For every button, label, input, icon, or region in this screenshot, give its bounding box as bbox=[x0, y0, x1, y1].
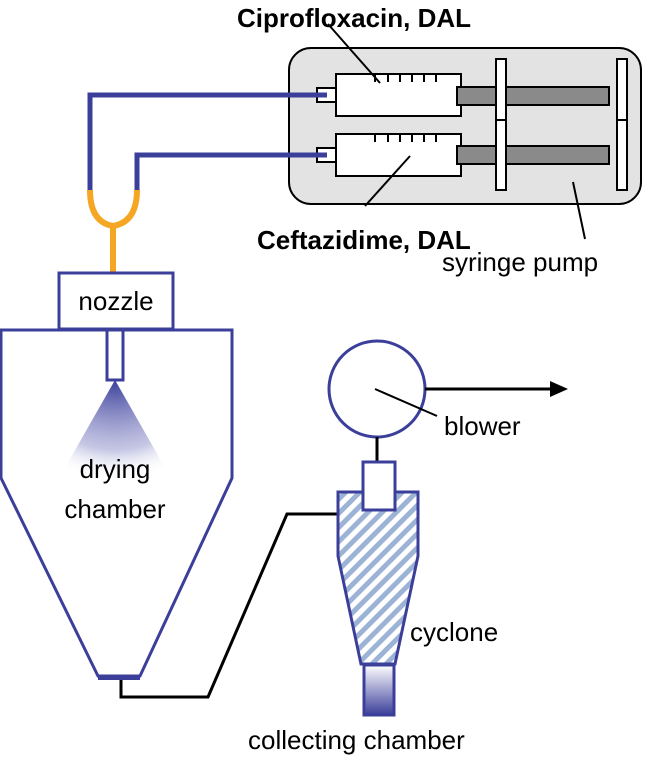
leader-cipro bbox=[327, 23, 381, 84]
atomizer-tube bbox=[105, 328, 125, 382]
chamber-outlet bbox=[98, 676, 140, 680]
label-ciprofloxacin: Ciprofloxacin, DAL bbox=[237, 3, 471, 33]
syringe-top-plunger-rod bbox=[456, 86, 610, 106]
transfer-pipe bbox=[119, 512, 337, 699]
syringe-pump-housing bbox=[288, 47, 642, 205]
cyclone-body bbox=[336, 490, 420, 666]
syringe-top-barrel bbox=[335, 73, 462, 117]
syringe-bottom-ticks bbox=[374, 134, 437, 142]
leader-pump bbox=[572, 181, 586, 240]
spray-cone bbox=[58, 380, 172, 480]
syringe-top bbox=[316, 58, 628, 130]
collecting-chamber bbox=[362, 663, 396, 717]
syringe-top-ticks bbox=[374, 74, 437, 82]
syringe-top-flange bbox=[495, 58, 507, 130]
tubing-bottom bbox=[134, 152, 327, 190]
syringe-bottom-thumb bbox=[616, 119, 628, 191]
syringe-bottom-plunger-rod bbox=[456, 145, 610, 165]
exhaust-arrow-icon bbox=[550, 381, 568, 397]
label-drying: drying bbox=[80, 454, 151, 484]
label-blower: blower bbox=[444, 411, 521, 441]
leader-ceftaz bbox=[364, 155, 411, 207]
y-connector bbox=[87, 189, 140, 230]
syringe-bottom-flange bbox=[495, 119, 507, 191]
label-chamber: chamber bbox=[64, 494, 165, 524]
tubing-top bbox=[87, 92, 327, 190]
label-ceftazidime: Ceftazidime, DAL bbox=[257, 225, 471, 255]
label-nozzle: nozzle bbox=[78, 286, 153, 316]
syringe-top-thumb bbox=[616, 58, 628, 130]
label-syringe-pump: syringe pump bbox=[442, 247, 598, 277]
cyclone-outlet-tube bbox=[361, 460, 397, 512]
label-cyclone: cyclone bbox=[410, 617, 498, 647]
label-collecting-chamber: collecting chamber bbox=[248, 725, 465, 755]
leader-blower bbox=[374, 388, 438, 417]
